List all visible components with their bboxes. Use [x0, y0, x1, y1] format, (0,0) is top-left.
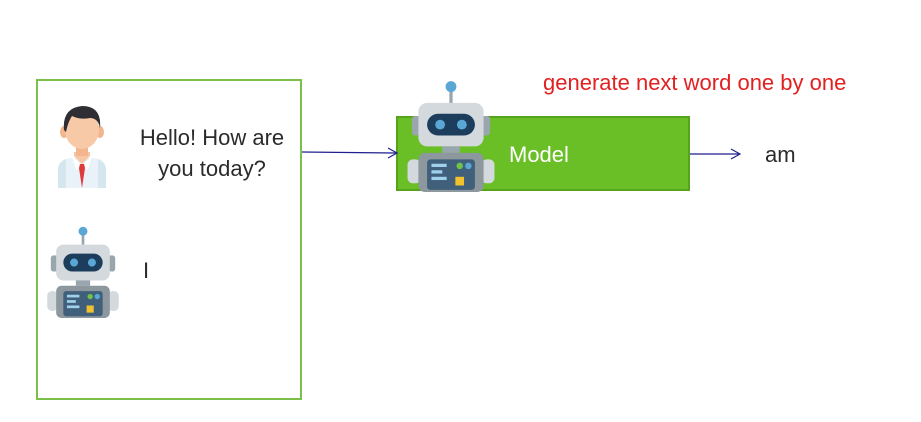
user-message: Hello! How are you today? [139, 125, 285, 181]
user-avatar-icon [58, 106, 106, 188]
robot-icon [47, 226, 119, 318]
next-token: am [765, 142, 796, 167]
generation-annotation: generate next word one by one [543, 70, 847, 95]
arrow-icon [301, 147, 399, 159]
robot-icon [407, 81, 495, 192]
assistant-partial-text: I [143, 258, 150, 283]
model-label: Model [509, 142, 569, 167]
arrow-icon [690, 148, 742, 160]
